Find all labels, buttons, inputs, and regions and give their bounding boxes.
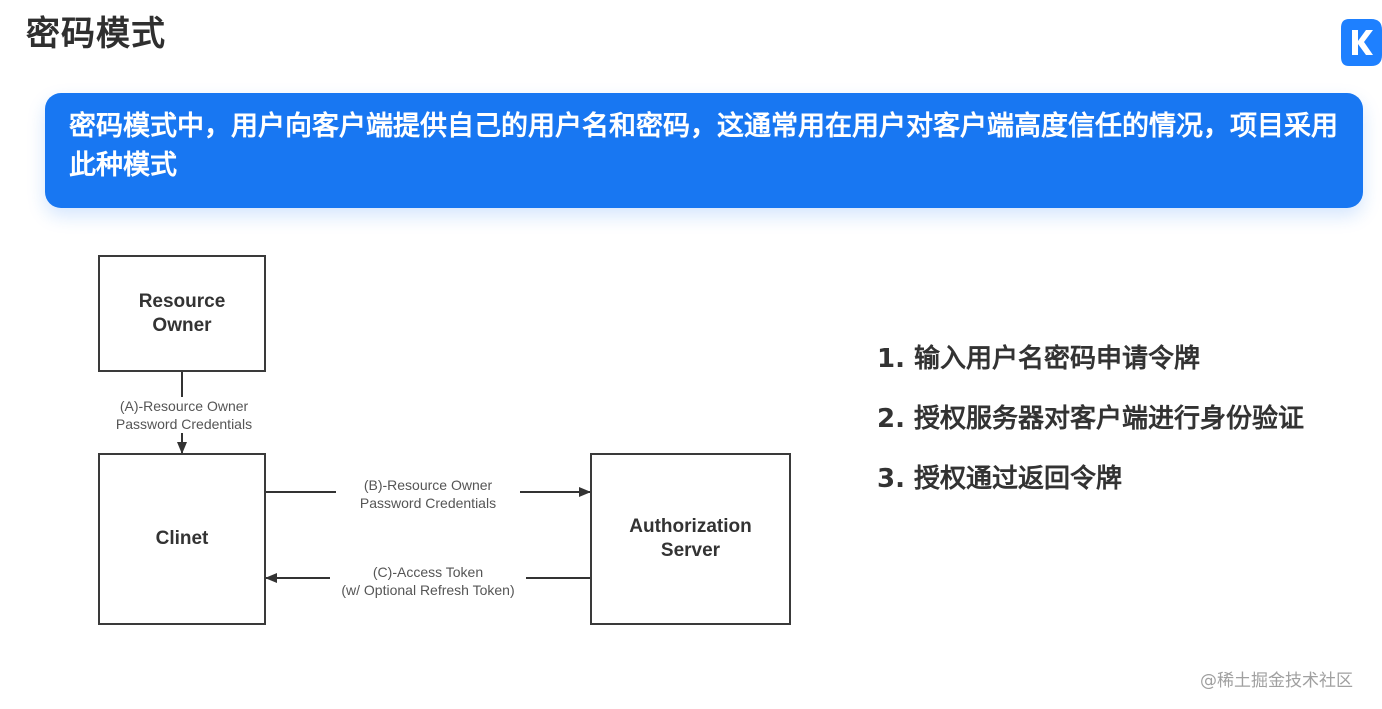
step-item: 2. 授权服务器对客户端进行身份验证 — [877, 404, 1305, 434]
client-node: Clinet — [98, 453, 266, 625]
juejin-logo-icon — [1341, 19, 1382, 66]
edge-a-label: (A)-Resource Owner Password Credentials — [104, 397, 264, 433]
page-title: 密码模式 — [26, 14, 166, 54]
authorization-server-node: Authorization Server — [590, 453, 791, 625]
edge-b-label: (B)-Resource Owner Password Credentials — [336, 476, 520, 512]
step-item: 1. 输入用户名密码申请令牌 — [877, 344, 1201, 374]
steps-list: 1. 输入用户名密码申请令牌 2. 授权服务器对客户端进行身份验证 3. 授权通… — [877, 338, 1304, 518]
step-item: 3. 授权通过返回令牌 — [877, 464, 1123, 494]
watermark: @稀土掘金技术社区 — [1200, 671, 1353, 691]
edge-c-label: (C)-Access Token (w/ Optional Refresh To… — [330, 563, 526, 599]
resource-owner-node: Resource Owner — [98, 255, 266, 372]
description-banner: 密码模式中，用户向客户端提供自己的用户名和密码，这通常用在用户对客户端高度信任的… — [45, 93, 1363, 208]
